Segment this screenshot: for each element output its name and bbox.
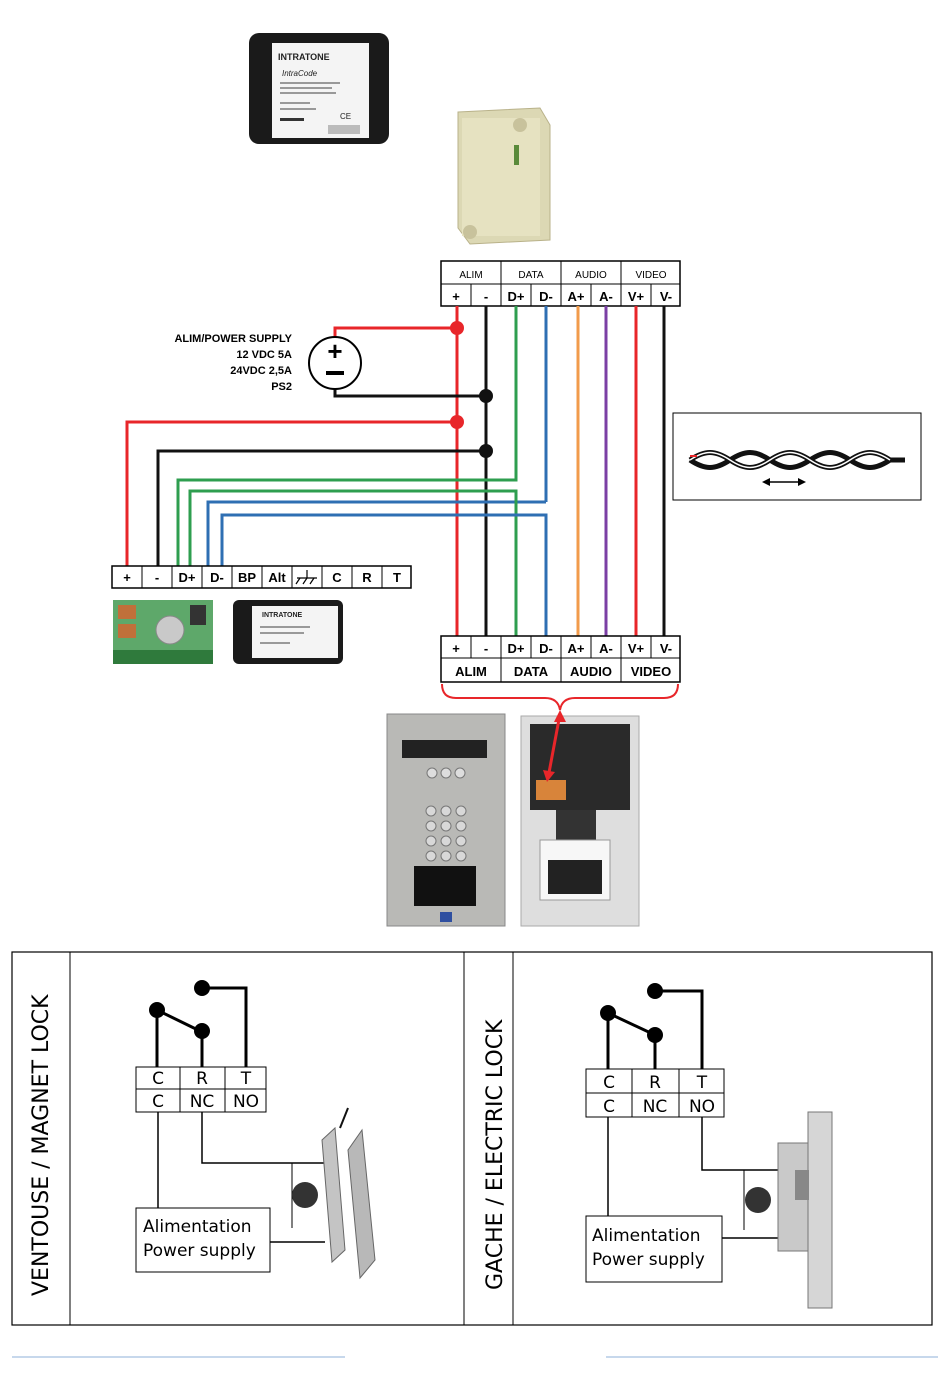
ml-contact-no: NO	[233, 1092, 259, 1112]
psu-line-1: ALIM/POWER SUPPLY	[174, 333, 292, 345]
left-terminal-dplus: D+	[179, 570, 196, 585]
battery-icon	[308, 336, 362, 390]
psu-line-2: 12 VDC 5A	[236, 349, 292, 361]
ml-relay-c: C	[152, 1069, 164, 1089]
top-group-alim: ALIM	[459, 270, 482, 281]
ce-mark-text: CE	[340, 112, 351, 121]
left-terminal-minus: -	[155, 570, 159, 585]
ml-contact-nc: NC	[190, 1092, 215, 1112]
junction-red-2	[450, 415, 464, 429]
top-terminal-aminus: A-	[599, 289, 613, 304]
top-terminal-block: ALIM DATA AUDIO VIDEO + - D+ D- A+ A- V+…	[440, 260, 681, 307]
psu-line-4: PS2	[271, 381, 292, 393]
el-relay-c: C	[603, 1073, 615, 1093]
junction-black-1	[479, 389, 493, 403]
left-terminal-t: T	[393, 570, 401, 585]
top-terminal-plus: +	[452, 289, 460, 304]
power-supply: + ALIM/POWER SUPPLY 12 VDC 5A 24VDC 2,5A…	[174, 321, 493, 403]
top-terminal-dminus: D-	[539, 289, 553, 304]
back-panel-image	[520, 710, 640, 927]
el-contact-no: NO	[689, 1097, 715, 1117]
bottom-group-video: VIDEO	[631, 664, 671, 679]
red-brace	[441, 683, 679, 711]
junction-red-1	[450, 321, 464, 335]
junction-black-2	[479, 444, 493, 458]
magnet-lock-image	[321, 1107, 376, 1280]
bottom-terminal-plus: +	[452, 641, 460, 656]
green-pcb-image	[113, 600, 213, 664]
top-group-audio: AUDIO	[575, 270, 607, 281]
ground-icon	[295, 570, 317, 585]
el-supply-line-2: Power supply	[592, 1250, 705, 1270]
electric-strike-image	[777, 1111, 833, 1309]
bottom-terminal-vplus: V+	[628, 641, 645, 656]
bottom-terminal-aminus: A-	[599, 641, 613, 656]
top-terminal-minus: -	[484, 289, 488, 304]
ml-relay-r: R	[196, 1069, 208, 1089]
el-contact-nc: NC	[643, 1097, 668, 1117]
small-module-image: INTRATONE	[233, 600, 343, 664]
bottom-terminal-aplus: A+	[568, 641, 585, 656]
svg-text:+: +	[327, 336, 342, 366]
bottom-group-audio: AUDIO	[570, 664, 612, 679]
magnet-lock-label: VENTOUSE / MAGNET LOCK	[29, 994, 54, 1296]
module-brand-text: INTRATONE	[278, 52, 330, 62]
bottom-group-data: DATA	[514, 664, 549, 679]
twisted-pair-inset	[672, 412, 922, 501]
left-terminal-alt: Alt	[268, 570, 286, 585]
ml-contact-c: C	[152, 1092, 164, 1112]
bottom-group-alim: ALIM	[455, 664, 487, 679]
left-module-wires	[125, 415, 548, 636]
psu-line-3: 24VDC 2,5A	[230, 365, 292, 377]
bottom-terminal-dminus: D-	[539, 641, 553, 656]
left-terminal-c: C	[332, 570, 342, 585]
left-terminal-r: R	[362, 570, 372, 585]
bottom-terminal-dplus: D+	[508, 641, 525, 656]
bottom-terminal-block: + - D+ D- A+ A- V+ V- ALIM DATA AUDIO VI…	[440, 635, 681, 683]
small-module-brand: INTRATONE	[262, 612, 303, 619]
el-contact-c: C	[603, 1097, 615, 1117]
top-group-data: DATA	[518, 270, 544, 281]
left-terminal-dminus: D-	[210, 570, 224, 585]
top-terminal-aplus: A+	[568, 289, 585, 304]
top-terminal-vminus: V-	[660, 289, 672, 304]
intracode-module-image: INTRATONE IntraCode CE	[249, 33, 389, 144]
el-relay-r: R	[649, 1073, 661, 1093]
vertical-wires	[455, 306, 666, 636]
module-product-text: IntraCode	[282, 69, 318, 78]
keypad-panel-image	[386, 713, 506, 927]
magnet-lock-diagram: C R T C NC NO Alimentation Power supply	[135, 980, 376, 1280]
left-terminal-plus: +	[123, 570, 131, 585]
electric-lock-label: GACHE / ELECTRIC LOCK	[483, 1019, 508, 1290]
bottom-terminal-vminus: V-	[660, 641, 672, 656]
antenna-box-image	[457, 107, 551, 245]
el-relay-t: T	[696, 1073, 708, 1093]
bottom-terminal-minus: -	[484, 641, 488, 656]
el-supply-line-1: Alimentation	[592, 1226, 701, 1246]
double-arrow-icon	[762, 478, 806, 486]
top-terminal-vplus: V+	[628, 289, 645, 304]
top-group-video: VIDEO	[635, 270, 666, 281]
ml-supply-line-2: Power supply	[143, 1241, 256, 1261]
left-terminal-bp: BP	[238, 570, 256, 585]
ml-supply-line-1: Alimentation	[143, 1217, 252, 1237]
top-terminal-dplus: D+	[508, 289, 525, 304]
ml-relay-t: T	[240, 1069, 252, 1089]
electric-lock-diagram: C R T C NC NO Alimentation Power supply	[585, 983, 833, 1309]
left-terminal-block: + - D+ D- BP Alt C R T	[111, 565, 412, 589]
